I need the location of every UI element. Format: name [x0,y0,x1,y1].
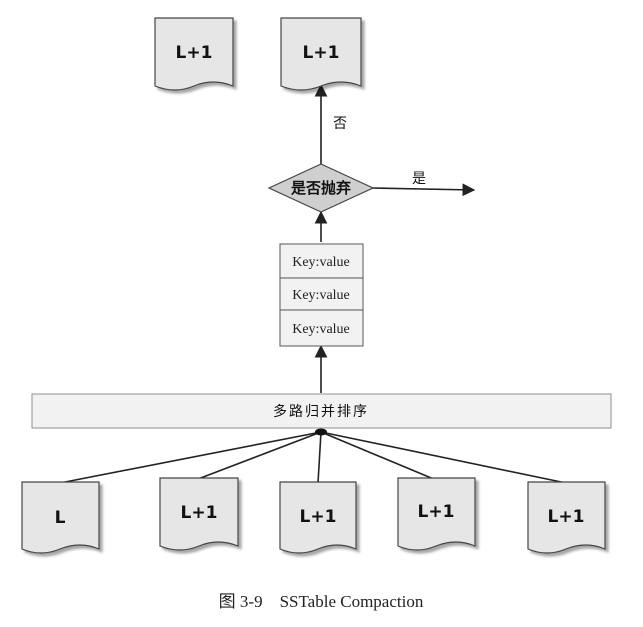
bottom-doc-5-label: L+1 [548,507,585,527]
bottom-doc-1-label: L [55,508,66,528]
bottom-doc-1 [21,481,100,554]
top-doc-2-label: L+1 [303,43,340,63]
merge-bar-label: 多路归并排序 [273,403,369,420]
bottom-doc-2-label: L+1 [181,503,218,523]
bottom-doc-3 [279,481,357,554]
merge-point [315,428,327,436]
merge-bar [31,393,612,429]
fan-line-5 [320,431,567,484]
fan-line-4 [320,431,437,481]
top-doc-2 [280,17,362,91]
kv-row-2-label: Key:value [292,288,350,303]
no-label: 否 [333,116,347,132]
kv-row-3 [279,309,364,347]
figure-caption: 图 3-9 SSTable Compaction [219,592,424,611]
kv-row-2 [279,277,364,311]
yes-label: 是 [412,171,426,187]
top-doc-1-label: L+1 [176,43,213,63]
fan-line-3 [317,431,322,484]
fan-line-2 [197,431,322,480]
kv-row-1-label: Key:value [292,255,350,270]
fan-line-1 [59,431,322,484]
top-documents: L+1 L+1 [154,17,362,91]
decision-diamond [267,163,375,213]
bottom-doc-5 [527,481,606,554]
bottom-doc-2 [159,477,239,551]
arrow-decision-discard [371,183,476,197]
bottom-doc-4 [397,477,476,551]
kv-stack [279,243,364,347]
decision-label: 是否抛弃 [290,179,351,197]
top-doc-1 [154,17,234,91]
bottom-documents: L L+1 L+1 L+1 L+1 [21,477,606,554]
kv-row-3-label: Key:value [292,322,350,337]
bottom-doc-3-label: L+1 [300,507,337,527]
connectors [59,83,567,484]
bottom-doc-4-label: L+1 [418,502,455,522]
